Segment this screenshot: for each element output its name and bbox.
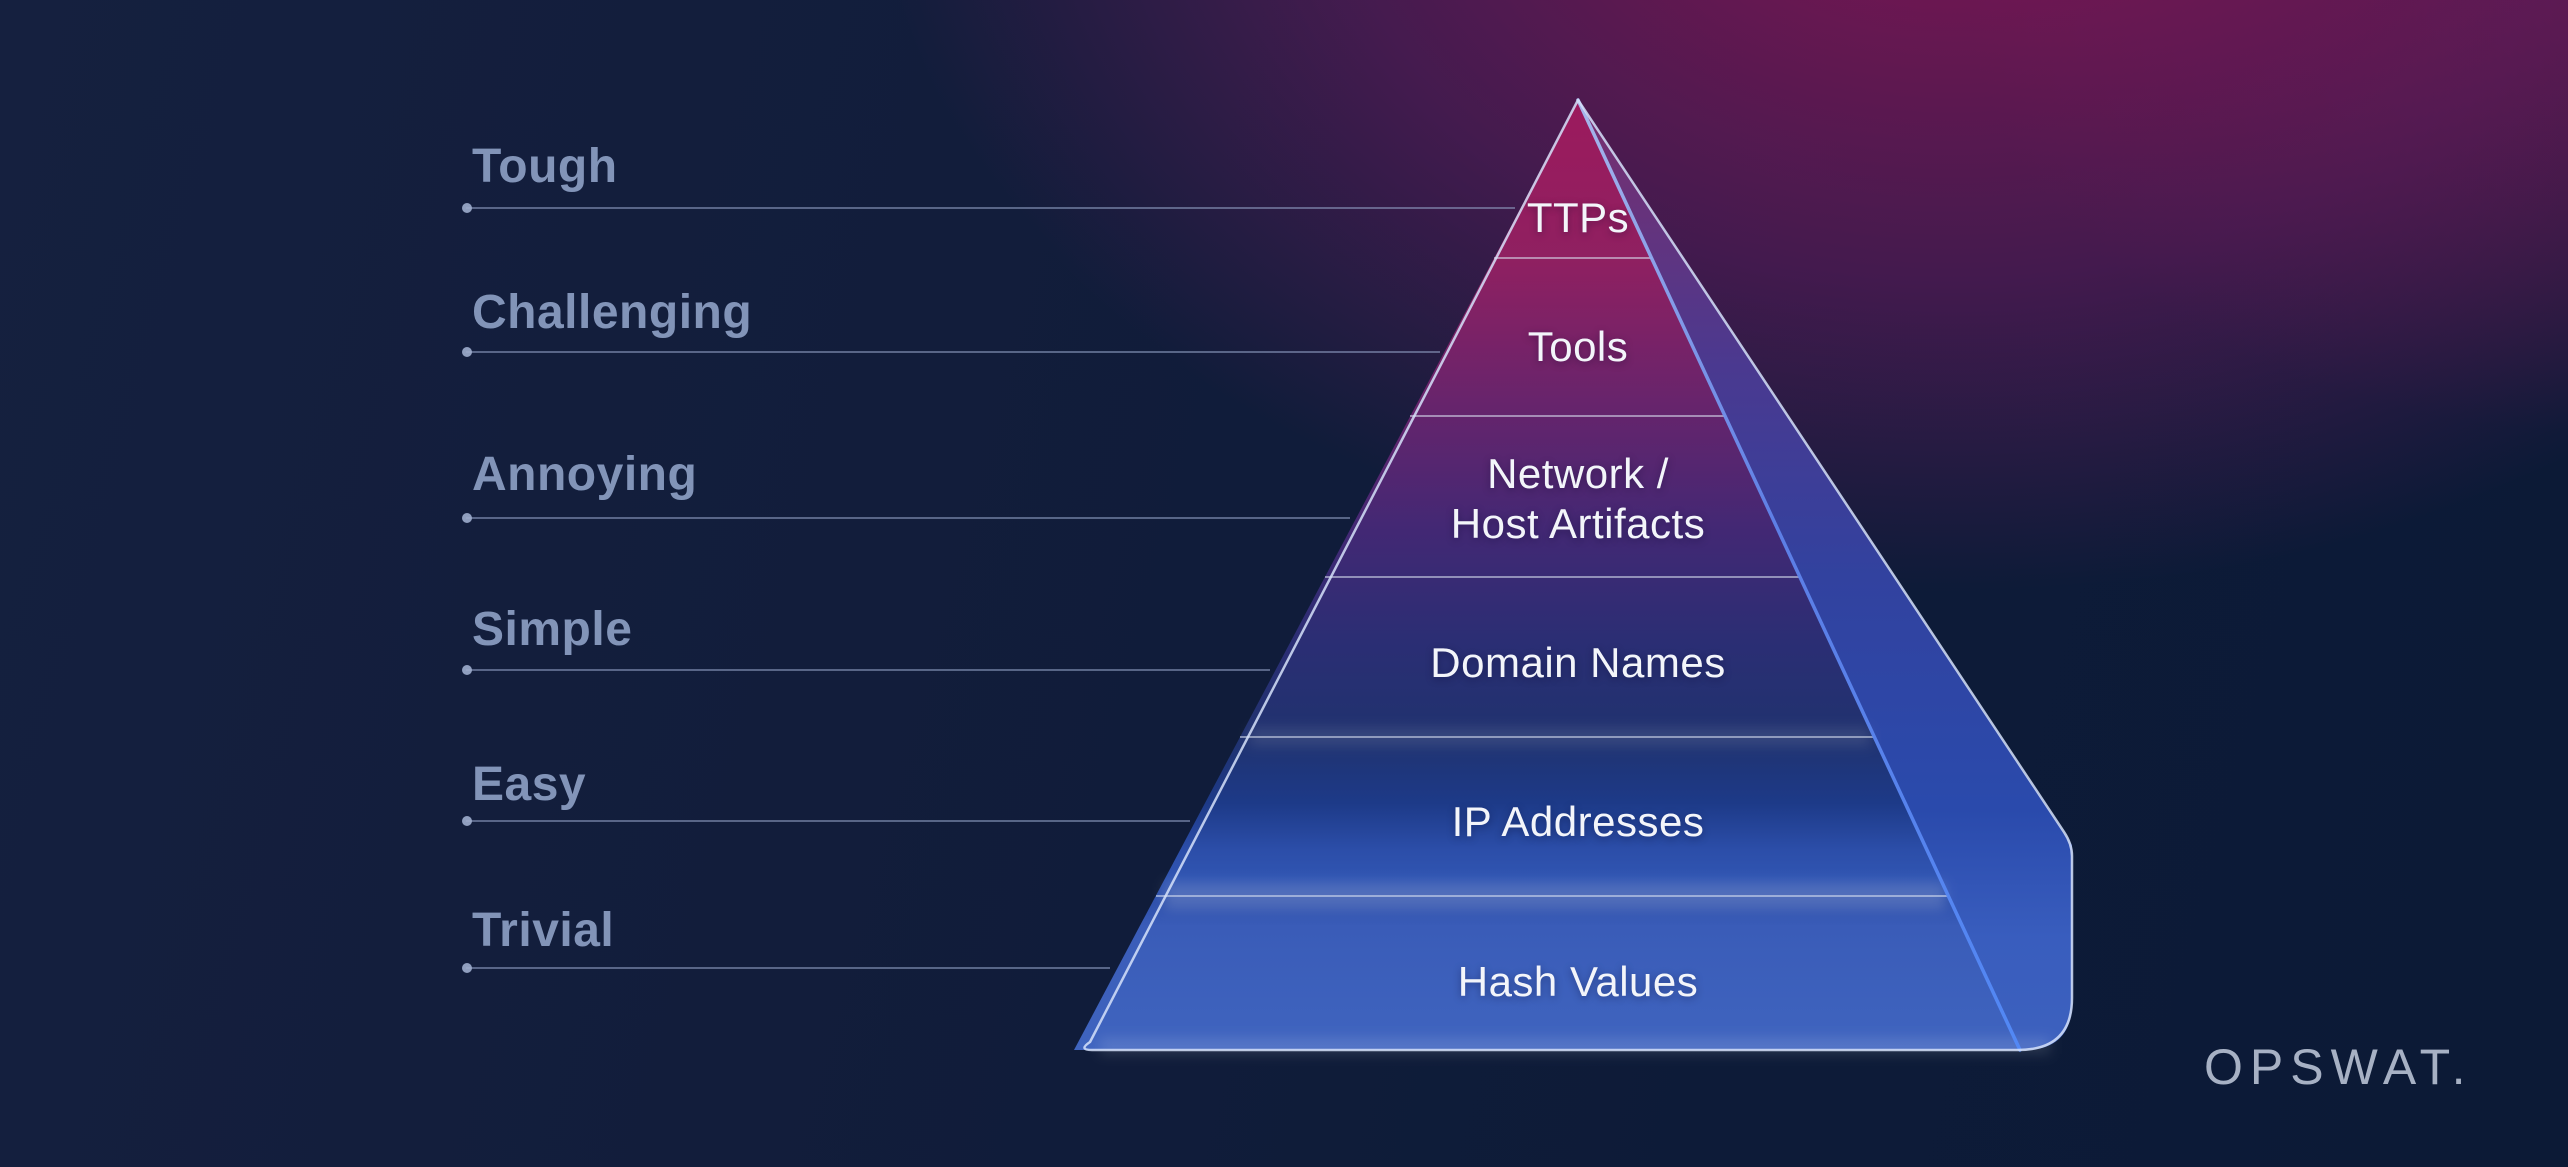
level-label-line-2: Host Artifacts: [1450, 500, 1706, 547]
level-label-line-1: Network /: [1487, 450, 1669, 497]
level-label-tools: Tools: [1527, 323, 1629, 370]
tier-line-simple: [462, 665, 1270, 675]
pyramid-front-right-edge: [1576, 98, 2022, 1052]
tier-dot: [462, 513, 472, 523]
level-label-domain-names: Domain Names: [1430, 639, 1726, 686]
tier-label-simple: Simple: [472, 603, 633, 656]
tier-label-annoying: Annoying: [472, 448, 698, 501]
tier-line-easy: [462, 816, 1190, 826]
pyramid-front-face: [1074, 100, 2020, 1050]
tier-label-challenging: Challenging: [472, 286, 753, 339]
tier-dot: [462, 665, 472, 675]
tier-dot: [462, 203, 472, 213]
pyramid-outline: [1083, 98, 2074, 1052]
tier-line-trivial: [462, 963, 1110, 973]
band-dividers: [1156, 257, 1948, 897]
tier-dot: [462, 963, 472, 973]
tier-dot: [462, 347, 472, 357]
tier-dot: [462, 816, 472, 826]
level-label-ttps: TTPs: [1526, 194, 1630, 241]
tier-line-tough: [462, 203, 1515, 213]
tier-line-annoying: [462, 513, 1350, 523]
pyramid-side-face: [1578, 100, 2072, 1050]
level-label-hash-values: Hash Values: [1457, 958, 1699, 1005]
tier-label-easy: Easy: [472, 758, 587, 811]
tier-line-challenging: [462, 347, 1440, 357]
tier-label-tough: Tough: [472, 140, 618, 193]
opswat-logo: OPSWAT.: [2204, 1039, 2473, 1095]
level-label-network-host-artifacts: Network / Host Artifacts: [1451, 449, 1705, 549]
tier-label-trivial: Trivial: [472, 904, 615, 957]
level-label-ip-addresses: IP Addresses: [1451, 798, 1705, 845]
